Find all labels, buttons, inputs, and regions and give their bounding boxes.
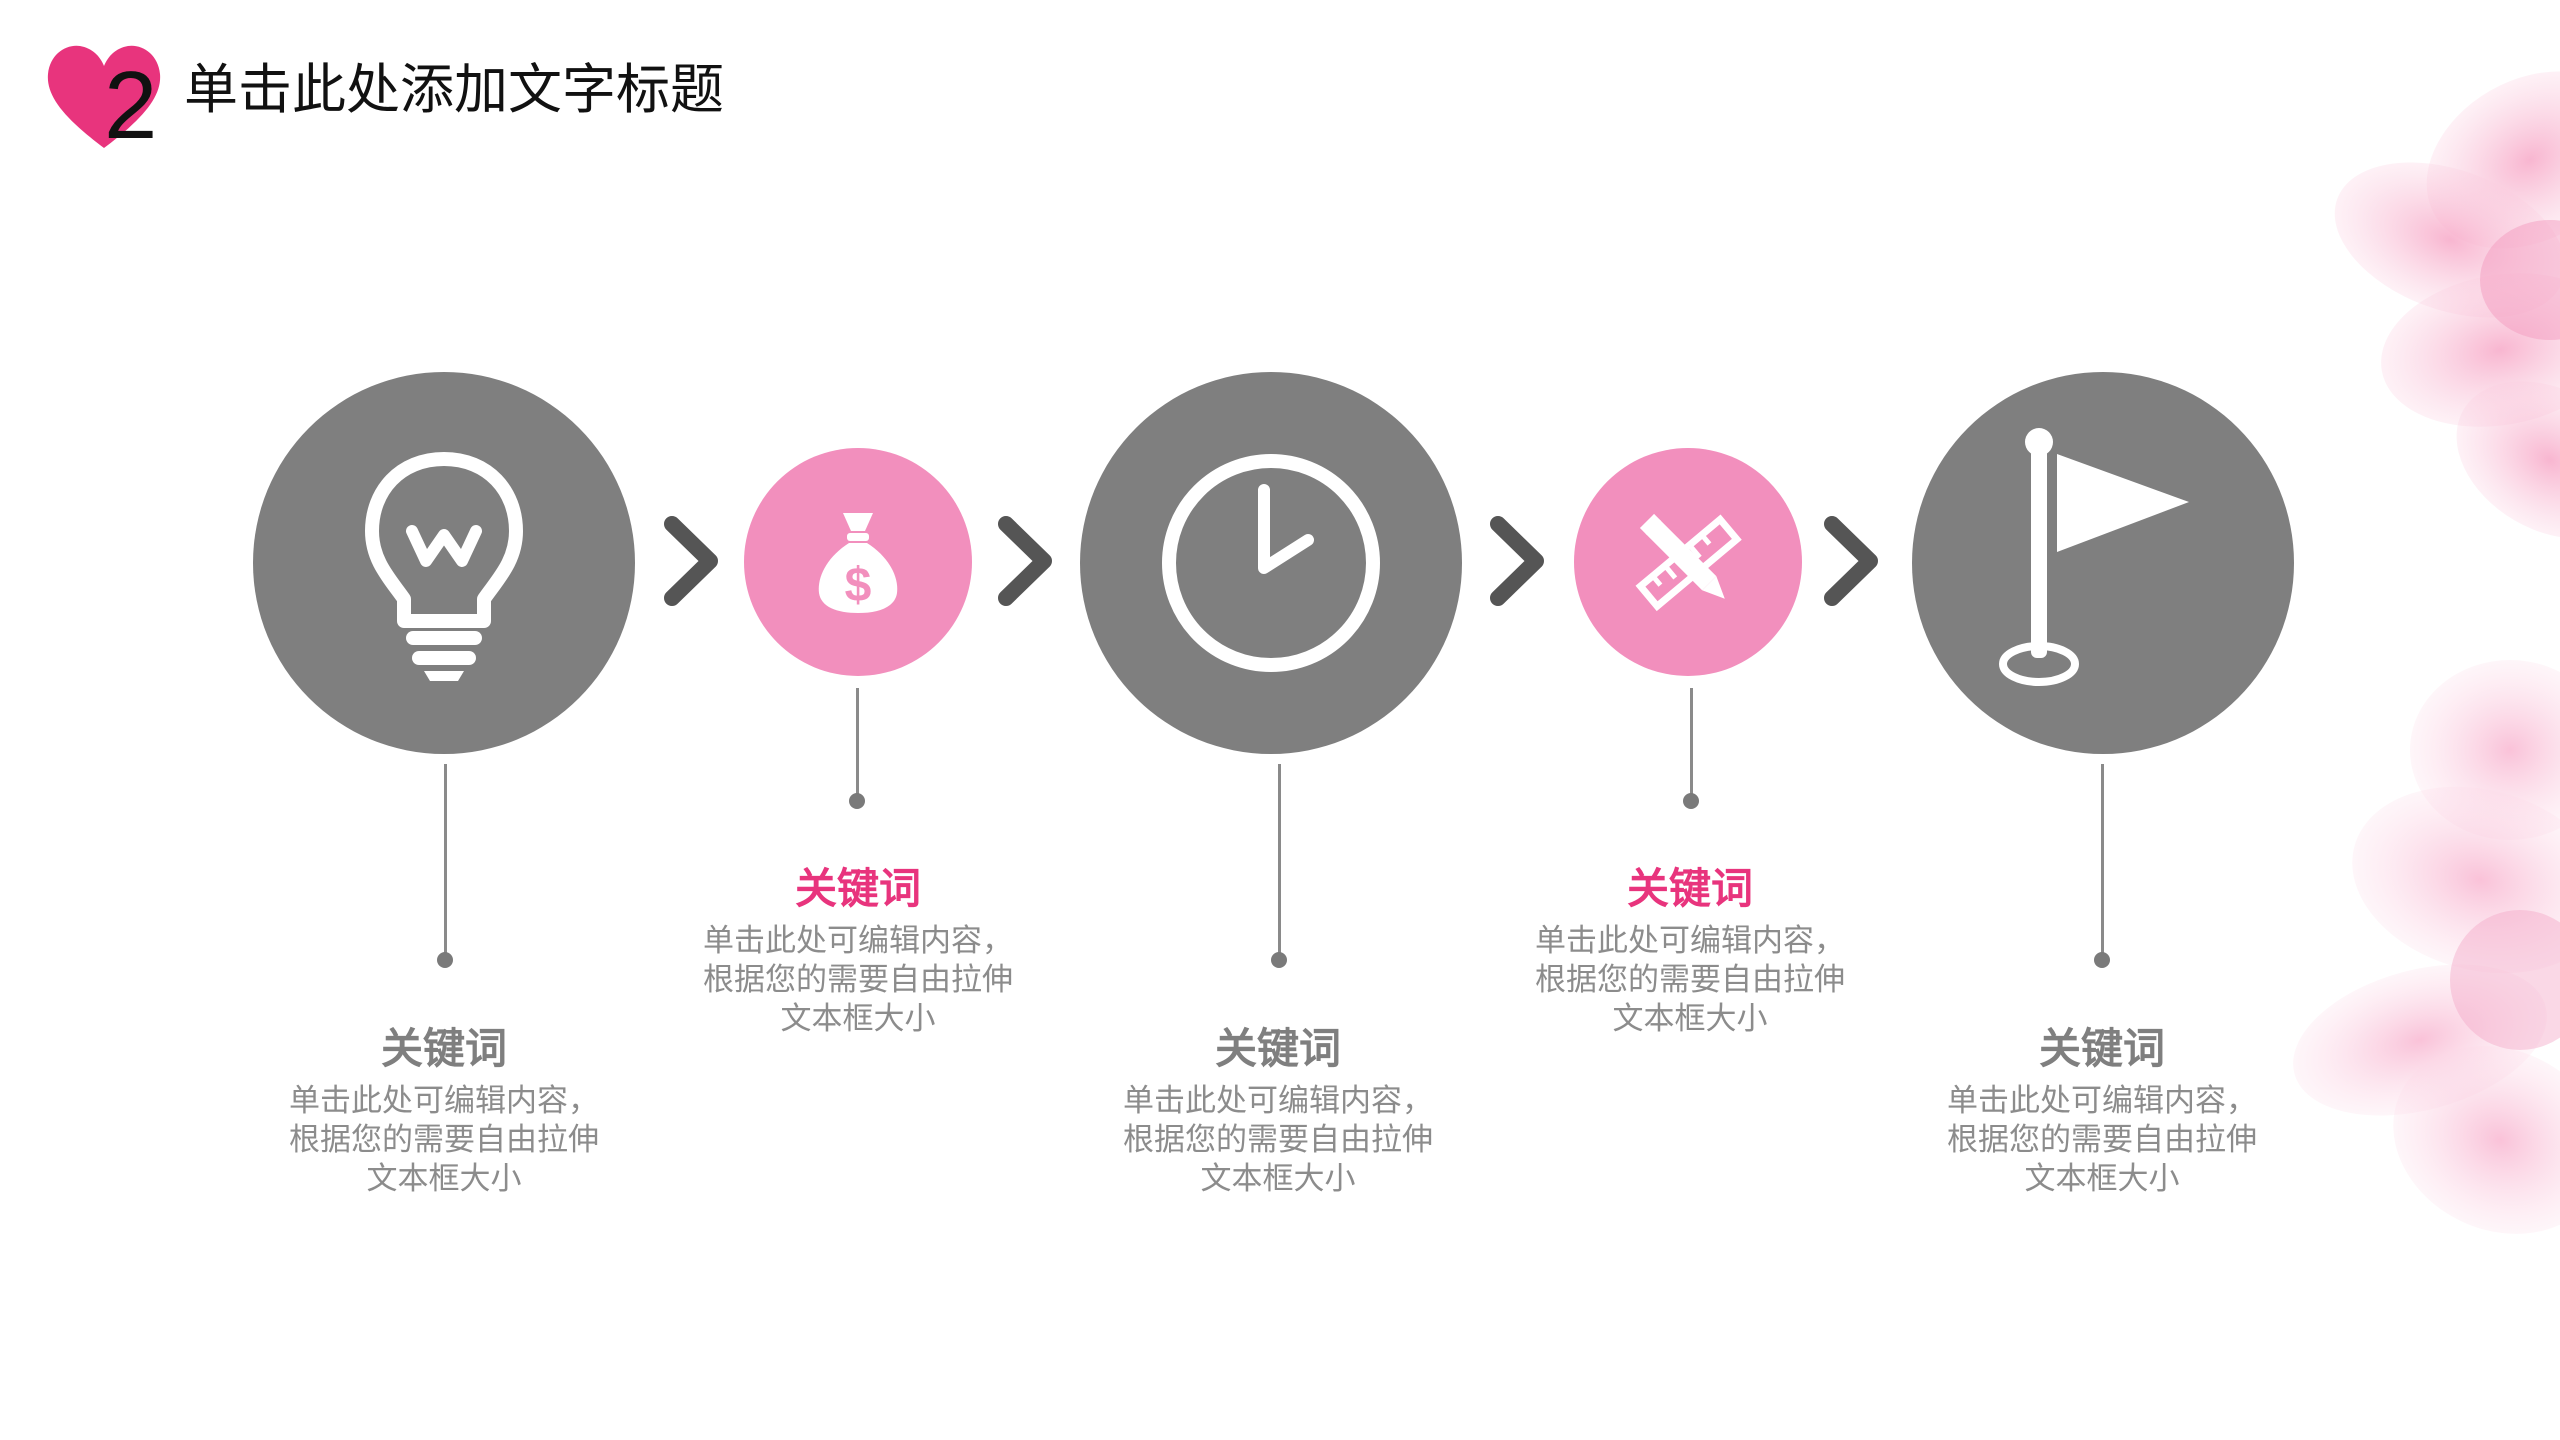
step-3-desc-line3: 文本框大小 xyxy=(1200,1161,1356,1197)
step-1-desc-line3: 文本框大小 xyxy=(366,1161,522,1197)
step-2-text: 关键词 单击此处可编辑内容， 根据您的需要自由拉伸 文本框大小 xyxy=(668,862,1048,1039)
section-number: 2 xyxy=(104,52,158,159)
step-1-desc-line1: 单击此处可编辑内容， xyxy=(289,1083,599,1119)
step-5-desc-line2: 根据您的需要自由拉伸 xyxy=(1947,1122,2257,1158)
step-5-text: 关键词 单击此处可编辑内容， 根据您的需要自由拉伸 文本框大小 xyxy=(1912,1022,2292,1199)
step-1-desc-line2: 根据您的需要自由拉伸 xyxy=(289,1122,599,1158)
step-5-desc-line1: 单击此处可编辑内容， xyxy=(1947,1083,2257,1119)
step-1-circle xyxy=(253,372,635,754)
flag-icon xyxy=(1999,428,2189,686)
connector-dot xyxy=(2094,952,2110,968)
step-5-keyword: 关键词 xyxy=(2038,1024,2165,1073)
step-4-desc-line1: 单击此处可编辑内容， xyxy=(1535,923,1845,959)
step-2-desc-line1: 单击此处可编辑内容， xyxy=(703,923,1013,959)
svg-text:$: $ xyxy=(845,559,872,612)
heart-icon xyxy=(47,45,161,149)
chevron-right-icon xyxy=(1824,516,1878,606)
step-3-circle xyxy=(1080,372,1462,754)
step-5-desc-line3: 文本框大小 xyxy=(2024,1161,2180,1197)
step-4-keyword: 关键词 xyxy=(1626,864,1753,913)
connector-line xyxy=(2101,764,2104,954)
step-3-desc-line2: 根据您的需要自由拉伸 xyxy=(1123,1122,1433,1158)
chevron-right-icon xyxy=(998,516,1052,606)
step-2-keyword: 关键词 xyxy=(794,864,921,913)
step-4-text: 关键词 单击此处可编辑内容， 根据您的需要自由拉伸 文本框大小 xyxy=(1500,862,1880,1039)
connector-dot xyxy=(1683,793,1699,809)
chevron-right-icon xyxy=(1490,516,1544,606)
step-3-desc-line1: 单击此处可编辑内容， xyxy=(1123,1083,1433,1119)
step-4-circle xyxy=(1574,448,1802,676)
step-3-keyword: 关键词 xyxy=(1214,1024,1341,1073)
lightbulb-icon xyxy=(365,452,523,681)
connector-line xyxy=(856,688,859,798)
step-2-desc-line2: 根据您的需要自由拉伸 xyxy=(703,962,1013,998)
step-4-desc-line3: 文本框大小 xyxy=(1612,1001,1768,1037)
connector-dot xyxy=(437,952,453,968)
step-1-text: 关键词 单击此处可编辑内容， 根据您的需要自由拉伸 文本框大小 xyxy=(254,1022,634,1199)
flower-decoration-top xyxy=(2334,71,2560,539)
chevron-right-icon xyxy=(664,516,718,606)
connector-line xyxy=(1278,764,1281,954)
page-title: 单击此处添加文字标题 xyxy=(184,58,724,121)
step-3-text: 关键词 单击此处可编辑内容， 根据您的需要自由拉伸 文本框大小 xyxy=(1088,1022,1468,1199)
step-2-circle: $ xyxy=(744,448,972,676)
money-bag-icon: $ xyxy=(818,513,898,613)
step-1-keyword: 关键词 xyxy=(380,1024,507,1073)
connector-line xyxy=(1690,688,1693,798)
step-4-desc-line2: 根据您的需要自由拉伸 xyxy=(1535,962,1845,998)
flower-decoration-bottom xyxy=(2293,660,2560,1234)
connector-line xyxy=(444,764,447,954)
pencil-ruler-icon xyxy=(1635,513,1742,612)
connector-dot xyxy=(849,793,865,809)
connector-dot xyxy=(1271,952,1287,968)
step-2-desc-line3: 文本框大小 xyxy=(780,1001,936,1037)
clock-icon xyxy=(1162,454,1380,672)
step-5-circle xyxy=(1912,372,2294,754)
